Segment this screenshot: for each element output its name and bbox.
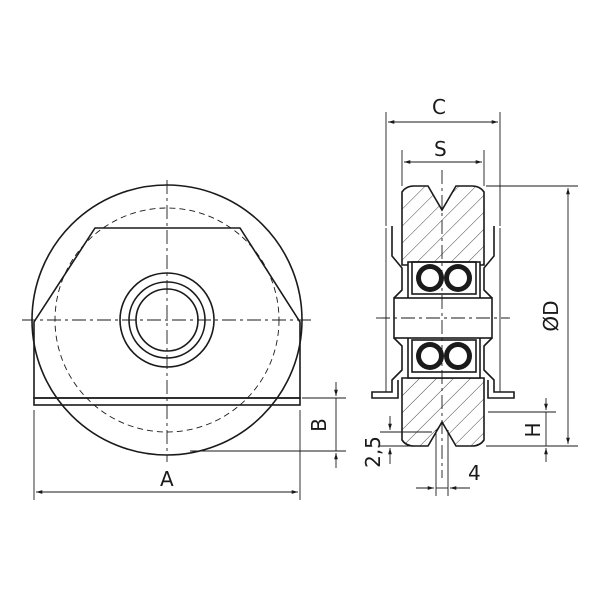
- side-section-view: C S ØD H: [361, 95, 578, 496]
- wheel-section-bottom: [401, 377, 485, 447]
- dimension-d-label: ØD: [539, 300, 563, 331]
- dimension-s-label: S: [434, 137, 447, 161]
- dimension-groove-width: 4: [416, 430, 481, 496]
- dimension-h: H: [488, 398, 556, 462]
- dimension-groove-depth-label: 2,5: [361, 436, 385, 468]
- dimension-s: S: [401, 137, 485, 186]
- dimension-c-label: C: [432, 95, 446, 119]
- dimension-a: A: [33, 410, 301, 500]
- wheel-section-top: [401, 185, 485, 266]
- dimension-groove-width-label: 4: [468, 461, 481, 485]
- dimension-h-label: H: [521, 422, 545, 437]
- dimension-b-label: B: [307, 418, 331, 432]
- bearing-balls: [411, 261, 477, 373]
- dimension-c: C: [385, 95, 501, 226]
- bracket-right: [483, 226, 515, 399]
- dimension-a-label: A: [160, 467, 174, 491]
- dimension-groove-depth: 2,5: [361, 416, 432, 468]
- front-view: A B: [22, 180, 346, 500]
- dimension-b: B: [190, 382, 346, 468]
- bracket-left: [371, 226, 403, 399]
